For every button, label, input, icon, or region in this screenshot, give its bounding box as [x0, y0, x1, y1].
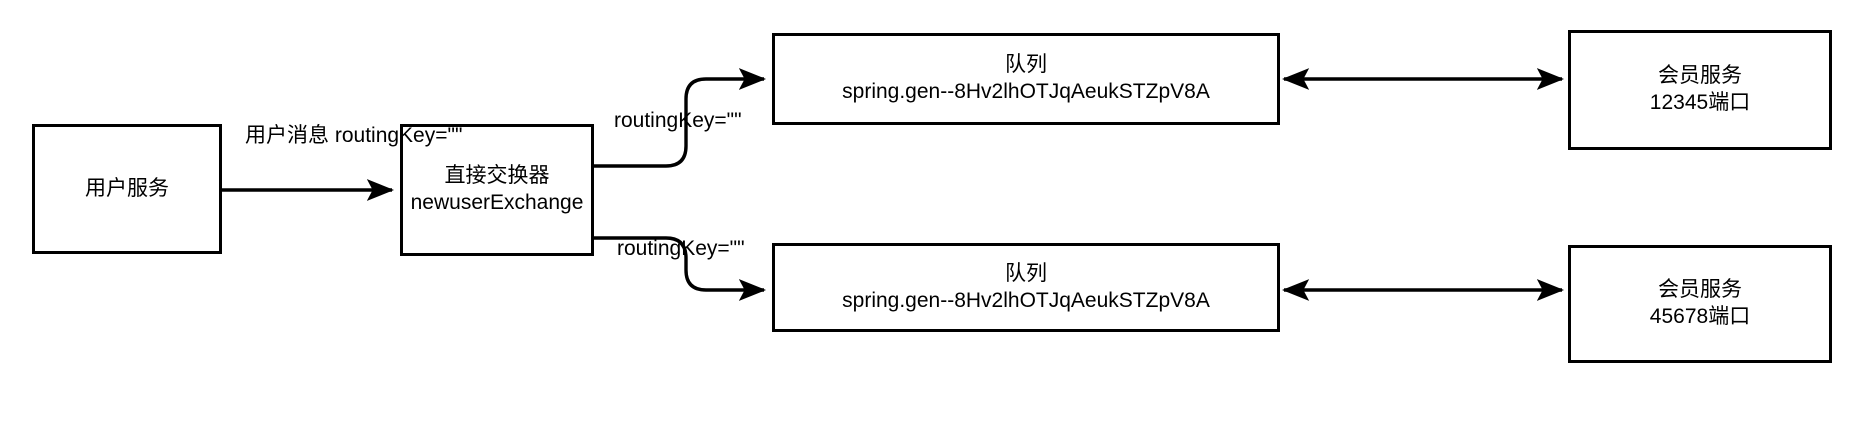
node-user-service[interactable]: 用户服务 [32, 124, 222, 254]
node-member-service-45678-port: 45678端口 [1649, 305, 1751, 328]
node-user-service-label: 用户服务 [85, 176, 169, 200]
node-member-service-12345-port: 12345端口 [1649, 91, 1751, 114]
node-queue-top[interactable]: 队列 spring.gen--8Hv2lhOTJqAeukSTZpV8A [772, 33, 1280, 125]
node-member-service-45678[interactable]: 会员服务 45678端口 [1568, 245, 1832, 363]
edge-label-user-message-line2: routingKey="" [334, 124, 463, 147]
connector-exchange-to-queue-top [594, 68, 767, 168]
edge-label-routingkey-bottom: routingKey="" [617, 237, 745, 260]
node-member-service-12345-label: 会员服务 [1658, 64, 1742, 88]
node-exchange-name: newuserExchange [410, 191, 584, 214]
edge-label-routingkey-top: routingKey="" [614, 109, 742, 132]
node-queue-bottom-name: spring.gen--8Hv2lhOTJqAeukSTZpV8A [842, 288, 1210, 312]
edge-label-user-message: 用户消息 routingKey="" [245, 122, 462, 149]
node-queue-bottom-type: 队列 [1005, 261, 1047, 285]
node-member-service-45678-label: 会员服务 [1658, 278, 1742, 302]
node-queue-top-type: 队列 [1005, 53, 1047, 77]
node-queue-top-name: spring.gen--8Hv2lhOTJqAeukSTZpV8A [842, 80, 1210, 103]
edge-label-user-message-line1: 用户消息 [245, 124, 329, 147]
node-exchange-type: 直接交换器 [444, 164, 550, 188]
node-exchange[interactable]: 直接交换器 newuserExchange [400, 124, 594, 256]
node-queue-bottom[interactable]: 队列 spring.gen--8Hv2lhOTJqAeukSTZpV8A [772, 243, 1280, 332]
connector-exchange-to-queue-bottom [594, 236, 767, 301]
node-member-service-12345[interactable]: 会员服务 12345端口 [1568, 30, 1832, 150]
